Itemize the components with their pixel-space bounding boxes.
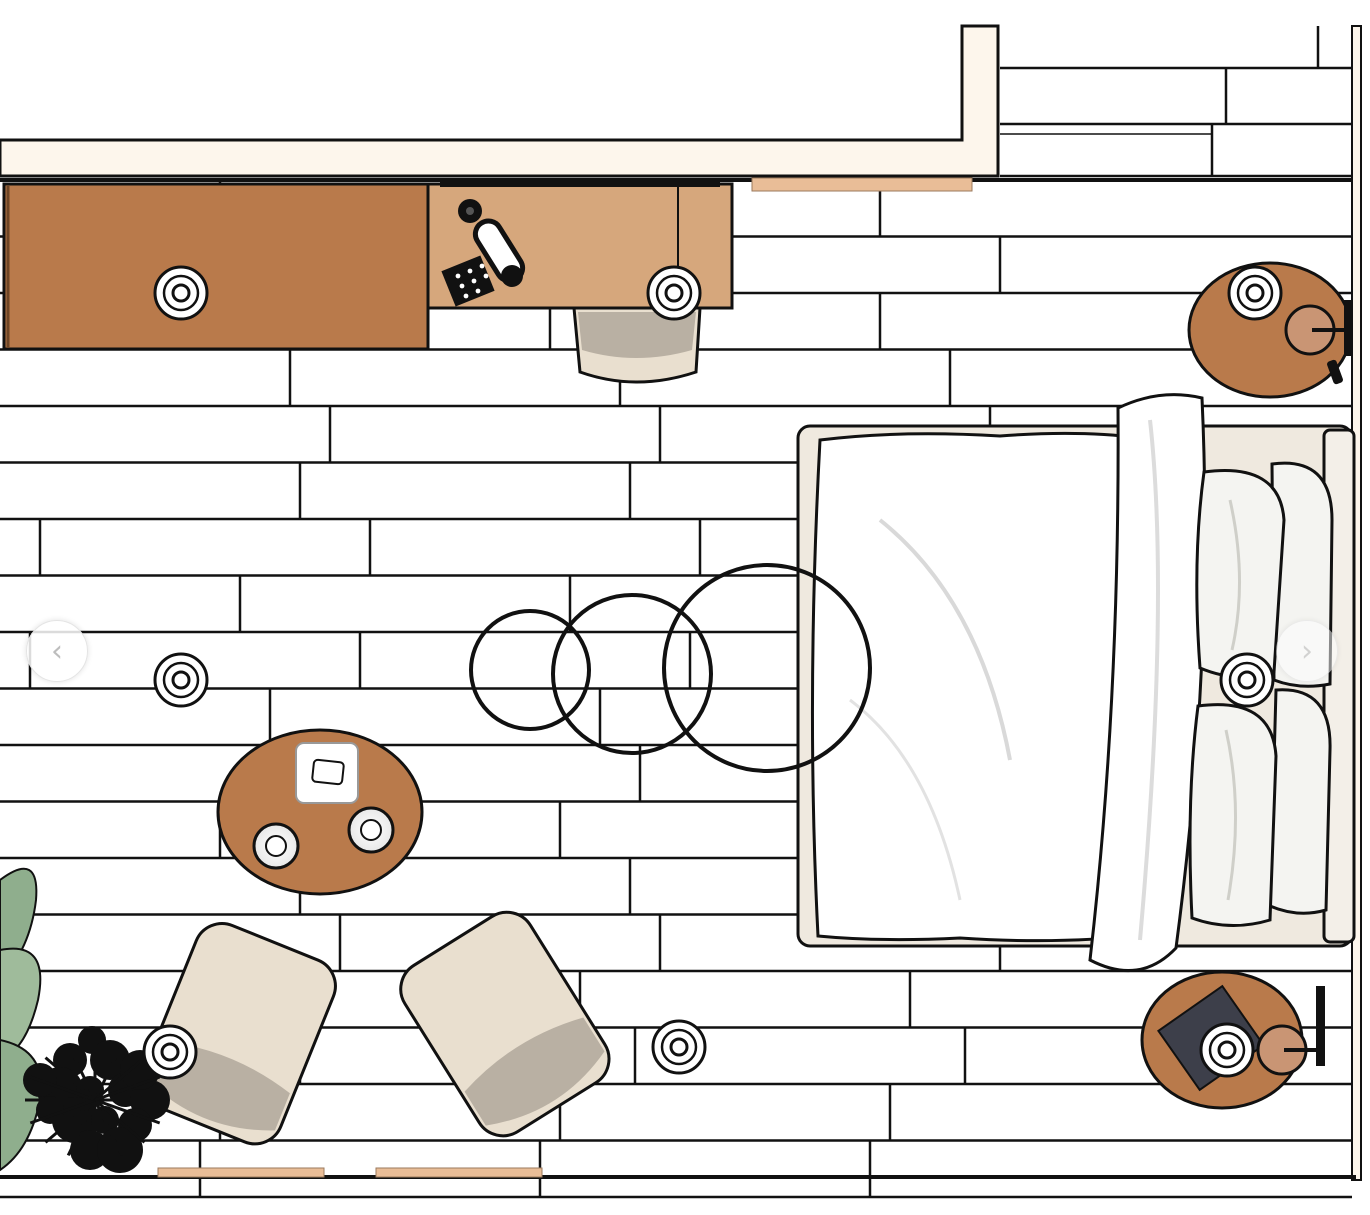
bed — [796, 393, 1356, 972]
ceiling-light-icon — [1219, 652, 1275, 708]
door-threshold-bottom-right — [375, 1167, 543, 1178]
chevron-left-icon[interactable]: ‹ — [26, 620, 88, 682]
chevron-right-icon[interactable]: › — [1276, 620, 1338, 682]
folded-blanket — [1088, 393, 1207, 972]
ceiling-light-icon — [142, 1024, 198, 1080]
ceiling-light-icon — [1227, 265, 1283, 321]
upper-wall — [0, 24, 1000, 178]
ceiling-light-icon — [153, 652, 209, 708]
rings-rug — [469, 563, 872, 773]
coffee-table — [216, 728, 424, 896]
desk-speaker — [441, 255, 495, 307]
armchair-right — [399, 910, 611, 1138]
floor-plant-bushy — [23, 1026, 170, 1173]
wardrobe — [2, 182, 430, 351]
desk-lamp — [458, 199, 526, 287]
door-threshold-top — [751, 177, 973, 192]
duvet — [810, 431, 1180, 943]
ceiling-light-icon — [153, 265, 209, 321]
armchair-left — [140, 922, 337, 1146]
ceiling-lights — [142, 265, 1283, 1080]
desk-chair — [572, 306, 702, 384]
ceiling-light-icon — [1199, 1022, 1255, 1078]
ceiling-light-icon — [646, 265, 702, 321]
door-threshold-bottom-left — [157, 1167, 325, 1178]
ceiling-light-icon — [651, 1019, 707, 1075]
walls — [0, 24, 1362, 1181]
